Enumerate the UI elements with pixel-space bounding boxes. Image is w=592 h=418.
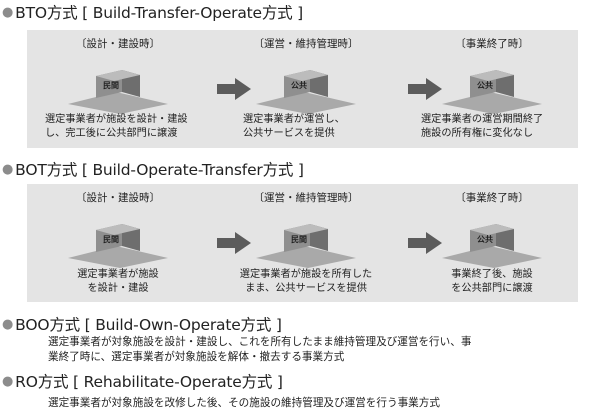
section-title: BOT方式 [ Build-Operate-Transfer方式 ] [15,161,304,179]
section-title: BTO方式 [ Build-Transfer-Operate方式 ] [15,4,304,22]
arrow-right-icon [408,78,442,100]
phase-design-construction: 〔設計・建設時〕 民間 選定事業者が施設を設計・建設 し、完工後に公共部門に譲渡 [33,30,203,148]
ro-description: 選定事業者が対象施設を改修した後、その施設の維持管理及び運営を行う事業方式 [48,397,440,409]
bto-diagram-panel: 〔設計・建設時〕 民間 選定事業者が施設を設計・建設 し、完工後に公共部門に譲渡… [27,30,578,148]
building-icon: 民間 [68,70,168,114]
building-icon: 公共 [256,70,356,114]
phase-operation-maintenance: 〔運営・維持管理時〕 公共 選定事業者が運営し、 公共サービスを提供 [221,30,391,148]
phase-description: 選定事業者が施設 を設計・建設 [77,269,159,294]
building-icon: 民間 [256,224,356,268]
building-label: 民間 [291,235,307,244]
phase-project-end: 〔事業終了時〕 公共 選定事業者の運営期間終了 施設の所有権に変化なし [407,30,577,148]
section-title: BOO方式 [ Build-Own-Operate方式 ] [15,316,282,334]
phase-description: 選定事業者の運営期間終了 施設の所有権に変化なし [421,114,544,139]
section-ro-heading: ● RO方式 [ Rehabilitate-Operate方式 ] [2,370,283,392]
building-icon: 公共 [442,224,542,268]
phase-operation-maintenance: 〔運営・維持管理時〕 民間 選定事業者が施設を所有した まま、公共サービスを提供 [221,184,391,302]
section-bot-heading: ● BOT方式 [ Build-Operate-Transfer方式 ] [2,158,304,180]
section-title: RO方式 [ Rehabilitate-Operate方式 ] [15,373,283,391]
section-boo-heading: ● BOO方式 [ Build-Own-Operate方式 ] [2,313,282,335]
section-bto-heading: ● BTO方式 [ Build-Transfer-Operate方式 ] [2,1,303,23]
building-label: 民間 [103,81,119,90]
phase-project-end: 〔事業終了時〕 公共 事業終了後、施設 を公共部門に譲渡 [407,184,577,302]
bullet-icon: ● [2,316,14,332]
bullet-icon: ● [2,4,14,20]
building-label: 公共 [291,80,307,90]
building-label: 公共 [477,80,493,90]
arrow-right-icon [408,232,442,254]
phase-label: 〔運営・維持管理時〕 [253,192,359,204]
phase-label: 〔事業終了時〕 [455,192,529,204]
arrow-right-icon [217,232,251,254]
phase-label: 〔運営・維持管理時〕 [253,38,359,50]
bot-diagram-panel: 〔設計・建設時〕 民間 選定事業者が施設 を設計・建設 〔運営・維持管理時〕 民… [27,184,578,302]
phase-label: 〔設計・建設時〕 [76,38,160,50]
building-icon: 民間 [68,224,168,268]
phase-design-construction: 〔設計・建設時〕 民間 選定事業者が施設 を設計・建設 [33,184,203,302]
bullet-icon: ● [2,373,14,389]
building-icon: 公共 [442,70,542,114]
bullet-icon: ● [2,161,14,177]
boo-description: 選定事業者が対象施設を設計・建設し、これを所有したまま維持管理及び運営を行い、事… [48,336,472,363]
phase-description: 選定事業者が運営し、 公共サービスを提供 [243,114,345,139]
phase-description: 選定事業者が施設を設計・建設 し、完工後に公共部門に譲渡 [45,114,188,139]
phase-description: 事業終了後、施設 を公共部門に譲渡 [451,269,533,294]
building-label: 公共 [477,234,493,244]
arrow-right-icon [217,78,251,100]
phase-label: 〔事業終了時〕 [455,38,529,50]
building-label: 民間 [103,235,119,244]
phase-label: 〔設計・建設時〕 [76,192,160,204]
phase-description: 選定事業者が施設を所有した まま、公共サービスを提供 [239,269,373,294]
